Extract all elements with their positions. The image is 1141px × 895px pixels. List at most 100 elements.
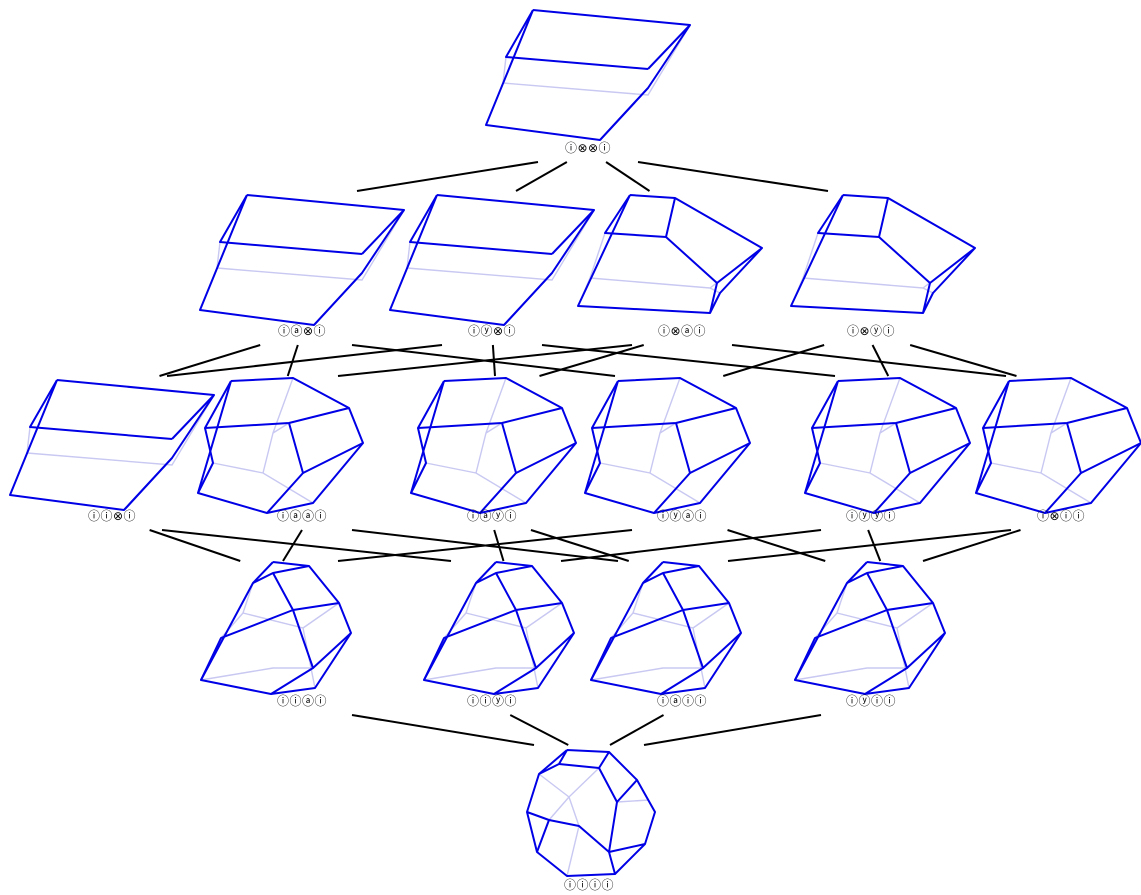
lattice-node: ⓘⓘ⊗ⓘ <box>9 379 215 523</box>
polytope-visible-edge <box>313 272 363 326</box>
lattice-edge <box>727 529 826 562</box>
polytope-visible-edge <box>204 380 350 429</box>
polytope-hidden-edge <box>502 24 691 96</box>
polytope-visible-edge <box>811 380 957 429</box>
polytope-hidden-edge <box>302 602 340 629</box>
polytope-figure <box>590 561 742 695</box>
polytope-visible-edge <box>886 602 934 611</box>
lattice-node: ⓘ⊗ⓐⓘ <box>577 194 763 338</box>
node-label: ⓘⓨ⊗ⓘ <box>468 324 516 338</box>
polytope-hidden-edge <box>200 667 313 681</box>
node-label: ⓘⓘⓨⓘ <box>467 694 517 708</box>
polytope-hidden-edge <box>262 377 294 474</box>
polytope-visible-edge <box>409 194 553 255</box>
polytope-figure <box>200 561 352 695</box>
polytope-visible-edge <box>292 602 340 611</box>
node-label: ⓘⓘⓐⓘ <box>277 694 327 708</box>
polytope-visible-edge <box>660 572 704 695</box>
lattice-edge <box>643 714 822 746</box>
polytope-visible-edge <box>503 272 553 326</box>
polytope-visible-edge <box>682 602 730 611</box>
polytope-hidden-edge <box>599 462 701 504</box>
polytope-visible-edge <box>909 442 971 474</box>
lattice-edge <box>727 529 1012 562</box>
node-label: ⓘⓘ⊗ⓘ <box>88 509 136 523</box>
node-label: ⓘⓐⓐⓘ <box>277 509 327 523</box>
polytope-figure <box>526 749 656 877</box>
node-label: ⓘⓐ⊗ⓘ <box>278 324 326 338</box>
polytope-figure <box>199 194 405 326</box>
polytope-figure <box>584 377 751 514</box>
polytope-hidden-edge <box>1050 422 1068 434</box>
polytope-visible-edge <box>219 194 363 255</box>
node-label: ⓘⓨⓨⓘ <box>846 509 896 523</box>
polytope-hidden-edge <box>819 462 921 504</box>
lattice-edge <box>282 529 303 562</box>
lattice-node: ⓘⓘⓐⓘ <box>200 561 352 708</box>
lattice-edge <box>637 161 829 192</box>
polytope-visible-edge <box>29 379 173 440</box>
node-label: ⓘ⊗ⓨⓘ <box>847 324 895 338</box>
lattice-node: ⓘⓐ⊗ⓘ <box>199 194 405 338</box>
polytope-hidden-edge <box>26 394 215 466</box>
polytope-hidden-edge <box>216 209 405 281</box>
polytope-hidden-edge <box>616 799 650 803</box>
lattice-node: ⓘⓨⓐⓘ <box>584 377 751 523</box>
lattice-edge <box>493 529 505 562</box>
lattice-node: ⓘⓨ⊗ⓘ <box>389 194 595 338</box>
polytope-visible-edge <box>647 24 691 70</box>
polytope-figure <box>975 377 1141 514</box>
polytope-visible-edge <box>584 427 601 494</box>
polytope-hidden-edge <box>425 462 527 504</box>
polytope-visible-edge <box>270 572 314 695</box>
polytope-visible-edge <box>558 751 610 769</box>
lattice-edge <box>922 529 1021 562</box>
polytope-visible-edge <box>302 442 364 474</box>
lattice-node: ⓘ⊗ⓘⓘ <box>975 377 1141 523</box>
polytope-visible-edge <box>975 427 992 494</box>
polytope-hidden-edge <box>649 377 681 474</box>
polytope-visible-edge <box>577 194 763 314</box>
polytope-visible-edge <box>515 442 577 474</box>
node-label: ⓘⓨⓘⓘ <box>846 694 896 708</box>
polytope-figure <box>485 9 691 141</box>
polytope-figure <box>577 194 763 314</box>
polytope-visible-edge <box>197 377 364 514</box>
lattice-edges <box>149 161 1021 746</box>
polytope-visible-edge <box>200 609 294 681</box>
lattice-edge <box>337 344 633 377</box>
polytope-visible-edge <box>878 197 889 238</box>
polytope-visible-edge <box>864 572 908 695</box>
polytope-visible-edge <box>171 394 215 440</box>
polytope-visible-edge <box>123 457 173 511</box>
polytope-visible-edge <box>590 561 742 695</box>
polytope-hidden-edge <box>272 422 290 434</box>
lattice-edge <box>356 161 539 192</box>
lattice-node: ⓘⓐⓘⓘ <box>590 561 742 708</box>
polytope-hidden-edge <box>1040 377 1072 474</box>
polytope-visible-edge <box>410 427 427 494</box>
polytope-hidden-edge <box>26 426 31 454</box>
lattice-edge <box>286 344 299 377</box>
polytope-hidden-edge <box>502 56 507 84</box>
polytope-hidden-edge <box>538 767 600 798</box>
lattice-node: ⓘⓘⓨⓘ <box>423 561 575 708</box>
polytope-visible-edge <box>548 819 610 853</box>
polytope-visible-edge <box>423 609 517 681</box>
node-label: ⓘ⊗⊗ⓘ <box>565 141 611 155</box>
polytope-visible-edge <box>417 380 563 429</box>
lattice-edge <box>605 161 651 192</box>
polytope-figure <box>423 561 575 695</box>
lattice-edge <box>337 529 633 562</box>
lattice-node: ⓘ⊗ⓨⓘ <box>790 194 976 338</box>
polytope-visible-edge <box>584 377 751 514</box>
polytope-visible-edge <box>689 442 751 474</box>
polytope-figure <box>197 377 364 514</box>
polytope-hidden-edge <box>406 241 411 269</box>
polytope-visible-edge <box>526 749 656 877</box>
polytope-hidden-edge <box>568 796 580 827</box>
lattice-edge <box>560 529 822 562</box>
polytope-visible-edge <box>1080 442 1141 474</box>
lattice-edge <box>871 344 890 377</box>
polytope-visible-edge <box>312 632 352 669</box>
